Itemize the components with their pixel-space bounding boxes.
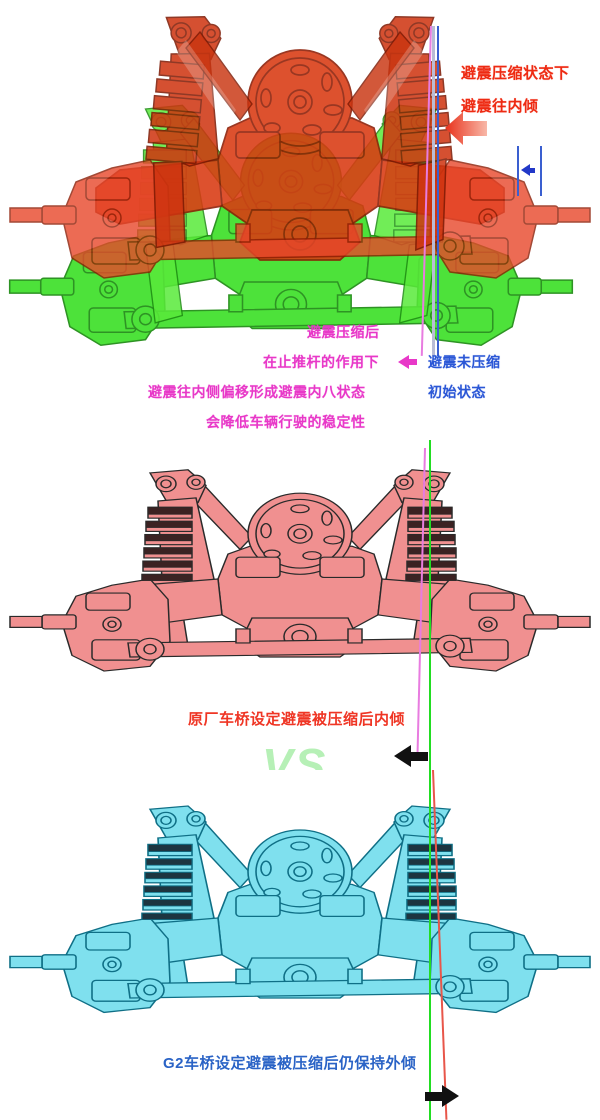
reference-line-vertical-green bbox=[429, 440, 431, 770]
blue-note-line2: 初始状态 bbox=[428, 384, 486, 400]
panel-overlay-comparison: 避震压缩状态下 避震往内倾 避震压缩后 在止推杆的作用下 避震往内侧偏移形成避震… bbox=[0, 0, 600, 440]
panel-stock-axle: 原厂车桥设定避震被压缩后内倾 bbox=[0, 440, 600, 770]
magenta-note-line4: 会降低车辆行驶的稳定性 bbox=[206, 414, 366, 430]
panel-g2-axle: G2车桥设定避震被压缩后仍保持外倾 bbox=[0, 770, 600, 1120]
axle-overlay-drawing bbox=[8, 12, 591, 347]
dimension-line-left bbox=[517, 146, 519, 196]
inward-lean-arrow-icon bbox=[443, 108, 489, 148]
stock-axle-caption: 原厂车桥设定避震被压缩后内倾 bbox=[188, 711, 406, 728]
g2-axle-direction-arrow-icon bbox=[425, 1085, 459, 1107]
stock-axle-direction-arrow-icon bbox=[394, 745, 428, 767]
g2-axle-caption-text: G2车桥设定避震被压缩后仍保持外倾 bbox=[163, 1055, 417, 1072]
stock-axle-stage: 原厂车桥设定避震被压缩后内倾 bbox=[0, 440, 600, 770]
dimension-arrow-icon bbox=[521, 164, 535, 176]
magenta-note-line2: 在止推杆的作用下 bbox=[263, 354, 379, 370]
magenta-pointer-arrow-icon bbox=[398, 355, 417, 369]
dimension-line-right bbox=[540, 146, 542, 196]
blue-note-line1: 避震未压缩 bbox=[428, 354, 501, 370]
g2-axle-stage: G2车桥设定避震被压缩后仍保持外倾 bbox=[0, 770, 600, 1120]
red-note-line2: 避震往内倾 bbox=[461, 98, 539, 115]
red-note-line1: 避震压缩状态下 bbox=[461, 65, 570, 82]
reference-line-vertical-grey bbox=[432, 26, 435, 356]
magenta-note-line3: 避震往内侧偏移形成避震内八状态 bbox=[148, 384, 366, 400]
reference-line-vertical-green bbox=[429, 770, 431, 1120]
top-axle-stage: 避震压缩状态下 避震往内倾 避震压缩后 在止推杆的作用下 避震往内侧偏移形成避震… bbox=[0, 0, 600, 440]
magenta-note-line1: 避震压缩后 bbox=[307, 324, 380, 340]
reference-line-uncompressed-blue bbox=[437, 26, 439, 356]
